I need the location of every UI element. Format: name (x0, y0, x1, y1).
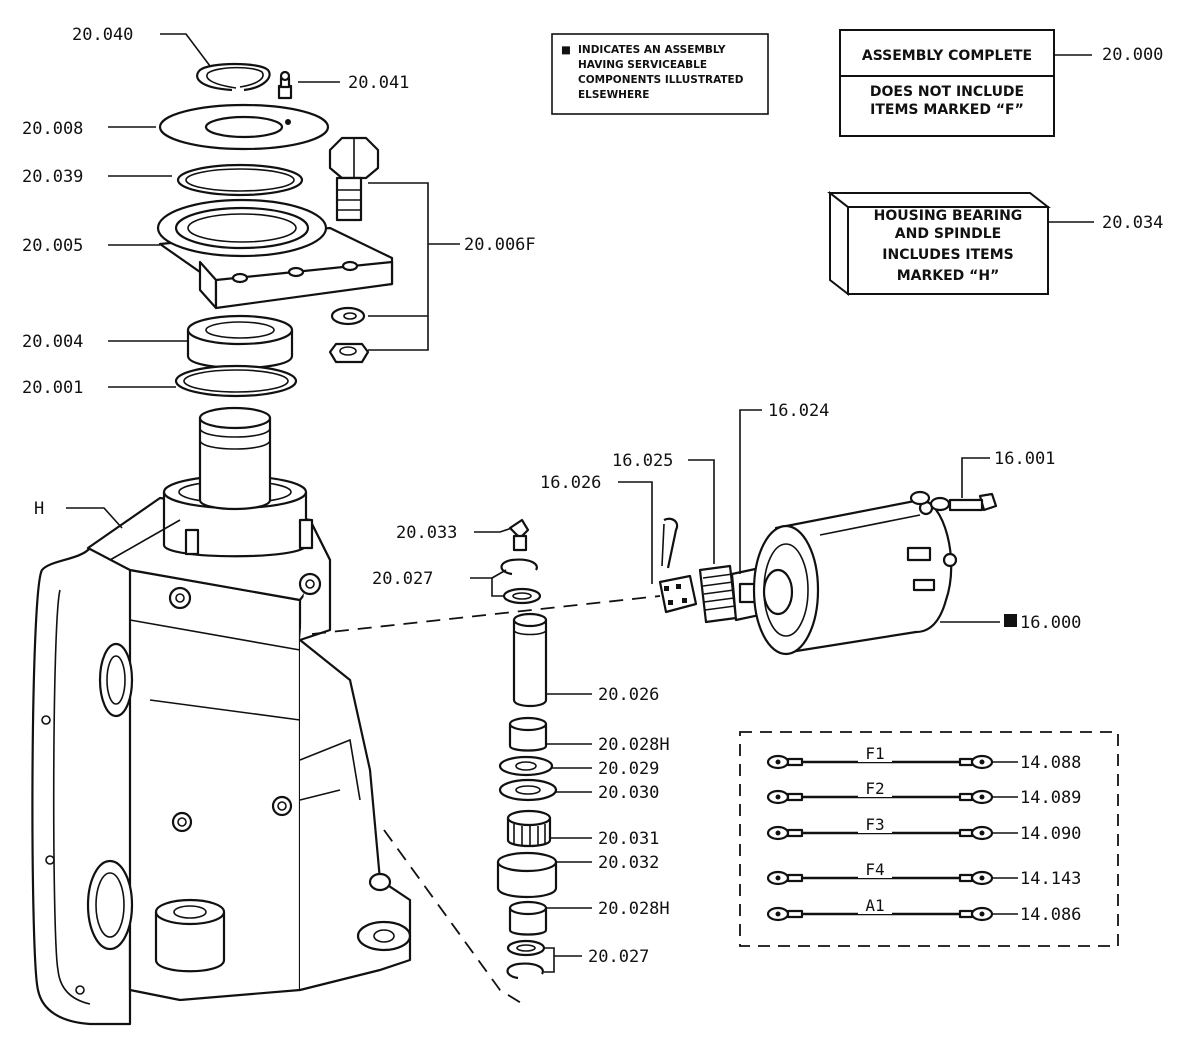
wire-ref: 14.143 (1020, 869, 1081, 889)
note-line: INDICATES AN ASSEMBLY (578, 44, 726, 56)
wire-row: F2 14.089 (766, 779, 1081, 808)
main-housing (31, 406, 412, 1026)
part-label: 16.026 (540, 473, 601, 493)
part-label: 20.001 (22, 378, 83, 398)
flange-plate-20005 (156, 198, 394, 310)
housing-box-line: INCLUDES ITEMS (882, 247, 1013, 263)
washer-plate-20008 (158, 103, 330, 151)
part-label: 20.028H (598, 735, 670, 755)
cup-20032 (496, 851, 558, 899)
housing-box-line: HOUSING BEARING (874, 208, 1023, 224)
part-label: 16.001 (994, 449, 1055, 469)
wire-mark: F4 (865, 860, 884, 879)
part-label: 20.029 (598, 759, 659, 779)
housing-bearing-box: HOUSING BEARING AND SPINDLE INCLUDES ITE… (827, 190, 1163, 297)
part-label: 16.024 (768, 401, 829, 421)
housing-box-ref: 20.034 (1102, 213, 1163, 233)
part-label: 20.026 (598, 685, 659, 705)
part-label: 20.030 (598, 783, 659, 803)
note-line: HAVING SERVICEABLE (578, 59, 707, 71)
grease-nipple-20041 (277, 70, 293, 100)
wire-ref: 14.090 (1020, 824, 1081, 844)
note-line: COMPONENTS ILLUSTRATED (578, 74, 744, 86)
assembly-subtext: ITEMS MARKED “F” (870, 102, 1024, 118)
wire-row: F4 14.143 (766, 860, 1081, 889)
pinion-gear-16025 (698, 564, 738, 624)
wire-ref: 14.086 (1020, 905, 1081, 925)
part-label: 20.004 (22, 332, 83, 352)
bush-20028-bottom (508, 900, 548, 936)
wire-row: F3 14.090 (766, 815, 1081, 844)
housing-label: H (34, 499, 44, 519)
grease-nipple-20033 (508, 518, 530, 552)
note-line: ELSEWHERE (578, 89, 649, 101)
thrust-washer-20030 (498, 778, 558, 802)
part-label: 20.008 (22, 119, 83, 139)
part-label: 20.027 (588, 947, 649, 967)
part-label: 20.033 (396, 523, 457, 543)
part-label: 20.039 (22, 167, 83, 187)
castle-nut-16026 (658, 574, 698, 614)
wire-row: F1 14.088 (766, 744, 1081, 773)
legend-note: ■ INDICATES AN ASSEMBLY HAVING SERVICEAB… (551, 33, 769, 115)
bearing-20004 (186, 314, 294, 370)
part-label: 20.031 (598, 829, 659, 849)
bolt-20006 (328, 136, 380, 222)
assembly-complete-box: ASSEMBLY COMPLETE DOES NOT INCLUDE ITEMS… (839, 29, 1163, 137)
lock-washer-20006 (330, 306, 366, 326)
part-label: 20.040 (72, 25, 133, 45)
wire-ref: 14.088 (1020, 753, 1081, 773)
note-marker: ■ (561, 44, 571, 56)
nut-20006 (328, 342, 370, 364)
part-label: 16.000 (1020, 613, 1081, 633)
assembly-title: ASSEMBLY COMPLETE (862, 48, 1032, 64)
housing-box-line: AND SPINDLE (895, 226, 1001, 242)
wire-ref: 14.089 (1020, 788, 1081, 808)
bush-20028-top (508, 716, 548, 752)
circlip-20027-bottom (506, 939, 546, 980)
bolt-16001 (909, 490, 998, 512)
spindle-pin-20026 (512, 612, 548, 708)
housing-box-line: MARKED “H” (897, 268, 1000, 284)
wires-panel (739, 731, 1119, 947)
part-label: 20.032 (598, 853, 659, 873)
starter-motor-16000 (752, 498, 958, 656)
part-label: 20.027 (372, 569, 433, 589)
assembly-ref: 20.000 (1102, 45, 1163, 65)
split-pin-16026 (661, 517, 679, 569)
wire-mark: F2 (865, 779, 884, 798)
part-label: 20.028H (598, 899, 670, 919)
washer-20029 (498, 755, 554, 777)
part-label: 16.025 (612, 451, 673, 471)
part-label: 20.041 (348, 73, 409, 93)
part-label: 20.005 (22, 236, 83, 256)
wire-row: A1 14.086 (766, 896, 1081, 925)
assembly-subtext: DOES NOT INCLUDE (870, 84, 1024, 100)
part-label: 20.006F (464, 235, 536, 255)
ring-20001 (174, 364, 298, 398)
roller-bearing-20031 (506, 809, 552, 848)
wire-mark: F3 (865, 815, 884, 834)
serviceable-assembly-marker (1004, 614, 1017, 627)
wire-mark: F1 (865, 744, 884, 763)
circlip-20040 (196, 62, 271, 92)
seal-ring-20039 (176, 163, 304, 197)
circlip-20027-top (500, 558, 542, 605)
wire-mark: A1 (865, 896, 884, 915)
